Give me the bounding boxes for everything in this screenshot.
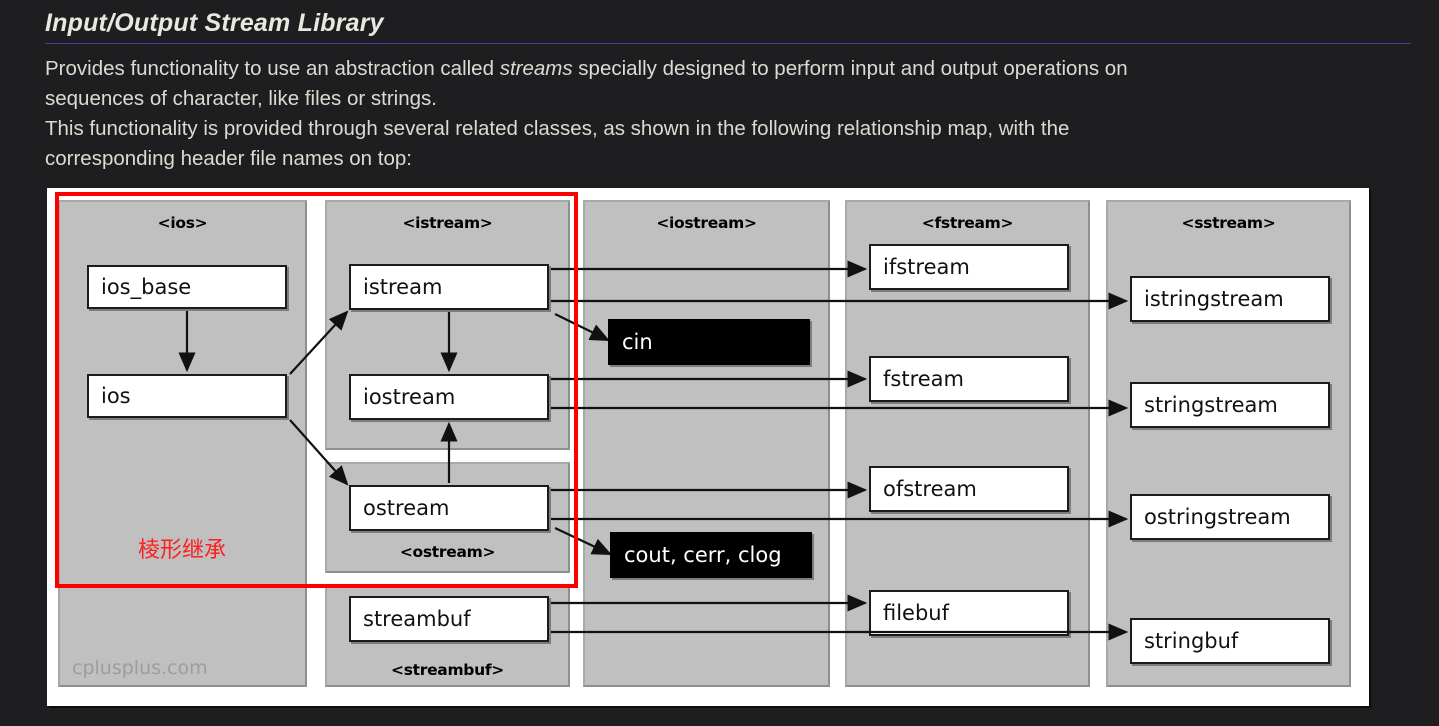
column-header-istream: <istream>: [402, 214, 493, 232]
node-fstream: fstream: [869, 356, 1069, 402]
node-label-ostringstream: ostringstream: [1144, 505, 1291, 529]
page-title: Input/Output Stream Library: [45, 9, 384, 37]
column-header-ostream: <ostream>: [399, 543, 496, 561]
column-header-sstream: <sstream>: [1181, 214, 1276, 232]
intro-line-4: corresponding header file names on top:: [45, 147, 412, 170]
node-ostringstream: ostringstream: [1130, 494, 1330, 540]
watermark-cplusplus: cplusplus.com: [72, 657, 208, 679]
node-label-filebuf: filebuf: [883, 601, 950, 625]
node-istringstream: istringstream: [1130, 276, 1330, 322]
node-label-streambuf: streambuf: [363, 607, 471, 631]
node-label-istream: istream: [363, 275, 443, 299]
intro-line-1: Provides functionality to use an abstrac…: [45, 54, 1415, 84]
node-ios: ios: [87, 374, 287, 418]
column-header-ios: <ios>: [157, 214, 208, 232]
intro-paragraphs: Provides functionality to use an abstrac…: [45, 54, 1415, 174]
node-cin: cin: [608, 319, 810, 365]
node-label-ostream: ostream: [363, 496, 450, 520]
node-label-cout-cerr-clog: cout, cerr, clog: [624, 543, 782, 567]
annotation-diamond-inheritance: 棱形继承: [138, 538, 227, 563]
node-ifstream: ifstream: [869, 244, 1069, 290]
node-stringbuf: stringbuf: [1130, 618, 1330, 664]
node-ofstream: ofstream: [869, 466, 1069, 512]
stream-relationship-map: <ios> cplusplus.com ios_base ios 棱形继承 <i…: [47, 188, 1369, 706]
node-label-stringstream: stringstream: [1144, 393, 1278, 417]
node-stringstream: stringstream: [1130, 382, 1330, 428]
node-ostream: ostream: [349, 485, 549, 531]
node-ios-base: ios_base: [87, 265, 287, 309]
node-label-fstream: fstream: [883, 367, 964, 391]
column-iostream-header: <iostream>: [583, 200, 830, 687]
node-label-ios-base: ios_base: [101, 275, 192, 299]
intro-line-1b: specially designed to perform input and …: [572, 57, 1128, 80]
title-underline-rule: [45, 43, 1411, 44]
node-iostream: iostream: [349, 374, 549, 420]
node-istream: istream: [349, 264, 549, 310]
node-label-ofstream: ofstream: [883, 477, 977, 501]
node-label-istringstream: istringstream: [1144, 287, 1284, 311]
column-header-streambuf: <streambuf>: [391, 661, 504, 679]
node-label-iostream: iostream: [363, 385, 456, 409]
node-label-ios: ios: [101, 384, 131, 408]
node-label-ifstream: ifstream: [883, 255, 970, 279]
intro-line-2: sequences of character, like files or st…: [45, 87, 437, 110]
node-label-stringbuf: stringbuf: [1144, 629, 1239, 653]
node-cout-cerr-clog: cout, cerr, clog: [610, 532, 812, 578]
intro-line-1a: Provides functionality to use an abstrac…: [45, 57, 500, 80]
node-streambuf: streambuf: [349, 596, 549, 642]
column-header-fstream: <fstream>: [921, 214, 1014, 232]
column-sstream: <sstream>: [1106, 200, 1351, 687]
intro-streams-emphasis: streams: [499, 57, 573, 80]
node-filebuf: filebuf: [869, 590, 1069, 636]
column-header-iostream: <iostream>: [656, 214, 757, 232]
intro-line-3: This functionality is provided through s…: [45, 117, 1070, 140]
node-label-cin: cin: [622, 330, 653, 354]
